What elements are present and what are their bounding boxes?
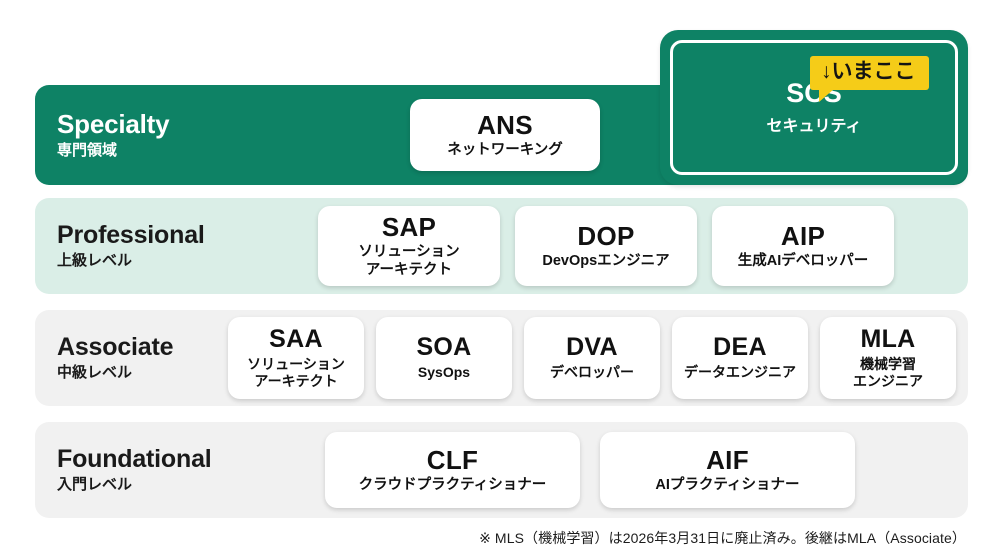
cert-card-clf[interactable]: CLF クラウドプラクティショナー (325, 432, 580, 508)
cert-code: SAP (381, 211, 437, 242)
cert-name: データエンジニア (684, 364, 796, 381)
cert-card-dop[interactable]: DOP DevOpsエンジニア (515, 206, 697, 286)
cert-name: 生成AIデベロッパー (737, 252, 869, 269)
card-list-foundational: CLF クラウドプラクティショナー AIF AIプラクティショナー (225, 432, 968, 508)
row-label-ja: 上級レベル (57, 252, 133, 270)
row-associate: Associate 中級レベル SAA ソリューション アーキテクト SOA S… (35, 310, 968, 406)
you-are-here-badge: ↓いまここ (810, 56, 929, 102)
row-label-specialty: Specialty 専門領域 (35, 108, 225, 161)
cert-card-dva[interactable]: DVA デベロッパー (524, 317, 660, 399)
card-list-professional: SAP ソリューション アーキテクト DOP DevOpsエンジニア AIP 生… (225, 206, 968, 286)
cert-name: デベロッパー (550, 364, 634, 381)
cert-name: ソリューション アーキテクト (358, 243, 460, 278)
row-label-associate: Associate 中級レベル (35, 333, 225, 383)
cert-name: ソリューション アーキテクト (247, 355, 345, 389)
cert-code: MLA (860, 324, 916, 353)
cert-code: DOP (577, 220, 635, 251)
cert-code: DVA (566, 333, 618, 362)
cert-name: セキュリティ (766, 117, 862, 135)
row-label-en: Professional (57, 221, 205, 250)
cert-card-sap[interactable]: SAP ソリューション アーキテクト (318, 206, 500, 286)
cert-name: 機械学習 エンジニア (853, 355, 923, 389)
cert-code: SAA (269, 324, 323, 353)
cert-code: ANS (477, 109, 533, 140)
cert-code: SOA (416, 333, 472, 362)
cert-code: AIF (706, 444, 749, 475)
row-foundational: Foundational 入門レベル CLF クラウドプラクティショナー AIF… (35, 422, 968, 518)
cert-card-saa[interactable]: SAA ソリューション アーキテクト (228, 317, 364, 399)
cert-name: AIプラクティショナー (655, 476, 800, 493)
cert-name: クラウドプラクティショナー (358, 476, 547, 493)
cert-name: SysOps (417, 364, 471, 381)
cert-card-ans[interactable]: ANS ネットワーキング (410, 99, 600, 171)
row-label-ja: 中級レベル (57, 364, 133, 382)
row-label-foundational: Foundational 入門レベル (35, 445, 225, 495)
cert-card-dea[interactable]: DEA データエンジニア (672, 317, 808, 399)
row-label-en: Associate (57, 333, 174, 362)
row-label-ja: 専門領域 (57, 141, 118, 159)
cert-code: DEA (713, 333, 767, 362)
footnote-note: ※ MLS（機械学習）は2026年3月31日に廃止済み。後継はMLA（Assoc… (479, 530, 966, 546)
cert-code: AIP (780, 220, 826, 251)
cert-card-aif[interactable]: AIF AIプラクティショナー (600, 432, 855, 508)
cert-code: CLF (426, 444, 479, 475)
row-label-professional: Professional 上級レベル (35, 221, 225, 271)
row-label-ja: 入門レベル (57, 476, 133, 494)
cert-name: ネットワーキング (447, 141, 563, 158)
cert-card-mla[interactable]: MLA 機械学習 エンジニア (820, 317, 956, 399)
cert-card-aip[interactable]: AIP 生成AIデベロッパー (712, 206, 894, 286)
row-professional: Professional 上級レベル SAP ソリューション アーキテクト DO… (35, 198, 968, 294)
cert-card-scs-surface: SCS セキュリティ (660, 30, 968, 185)
card-list-specialty: ANS ネットワーキング (225, 99, 968, 171)
card-list-associate: SAA ソリューション アーキテクト SOA SysOps DVA デベロッパー… (225, 317, 968, 399)
cert-card-scs-inner: SCS セキュリティ (670, 40, 958, 175)
cert-name: DevOpsエンジニア (542, 252, 670, 269)
row-label-en: Foundational (57, 445, 212, 474)
cert-card-scs-highlighted[interactable]: SCS セキュリティ ↓いまここ (660, 30, 968, 185)
row-label-en: Specialty (57, 108, 170, 139)
cert-card-soa[interactable]: SOA SysOps (376, 317, 512, 399)
